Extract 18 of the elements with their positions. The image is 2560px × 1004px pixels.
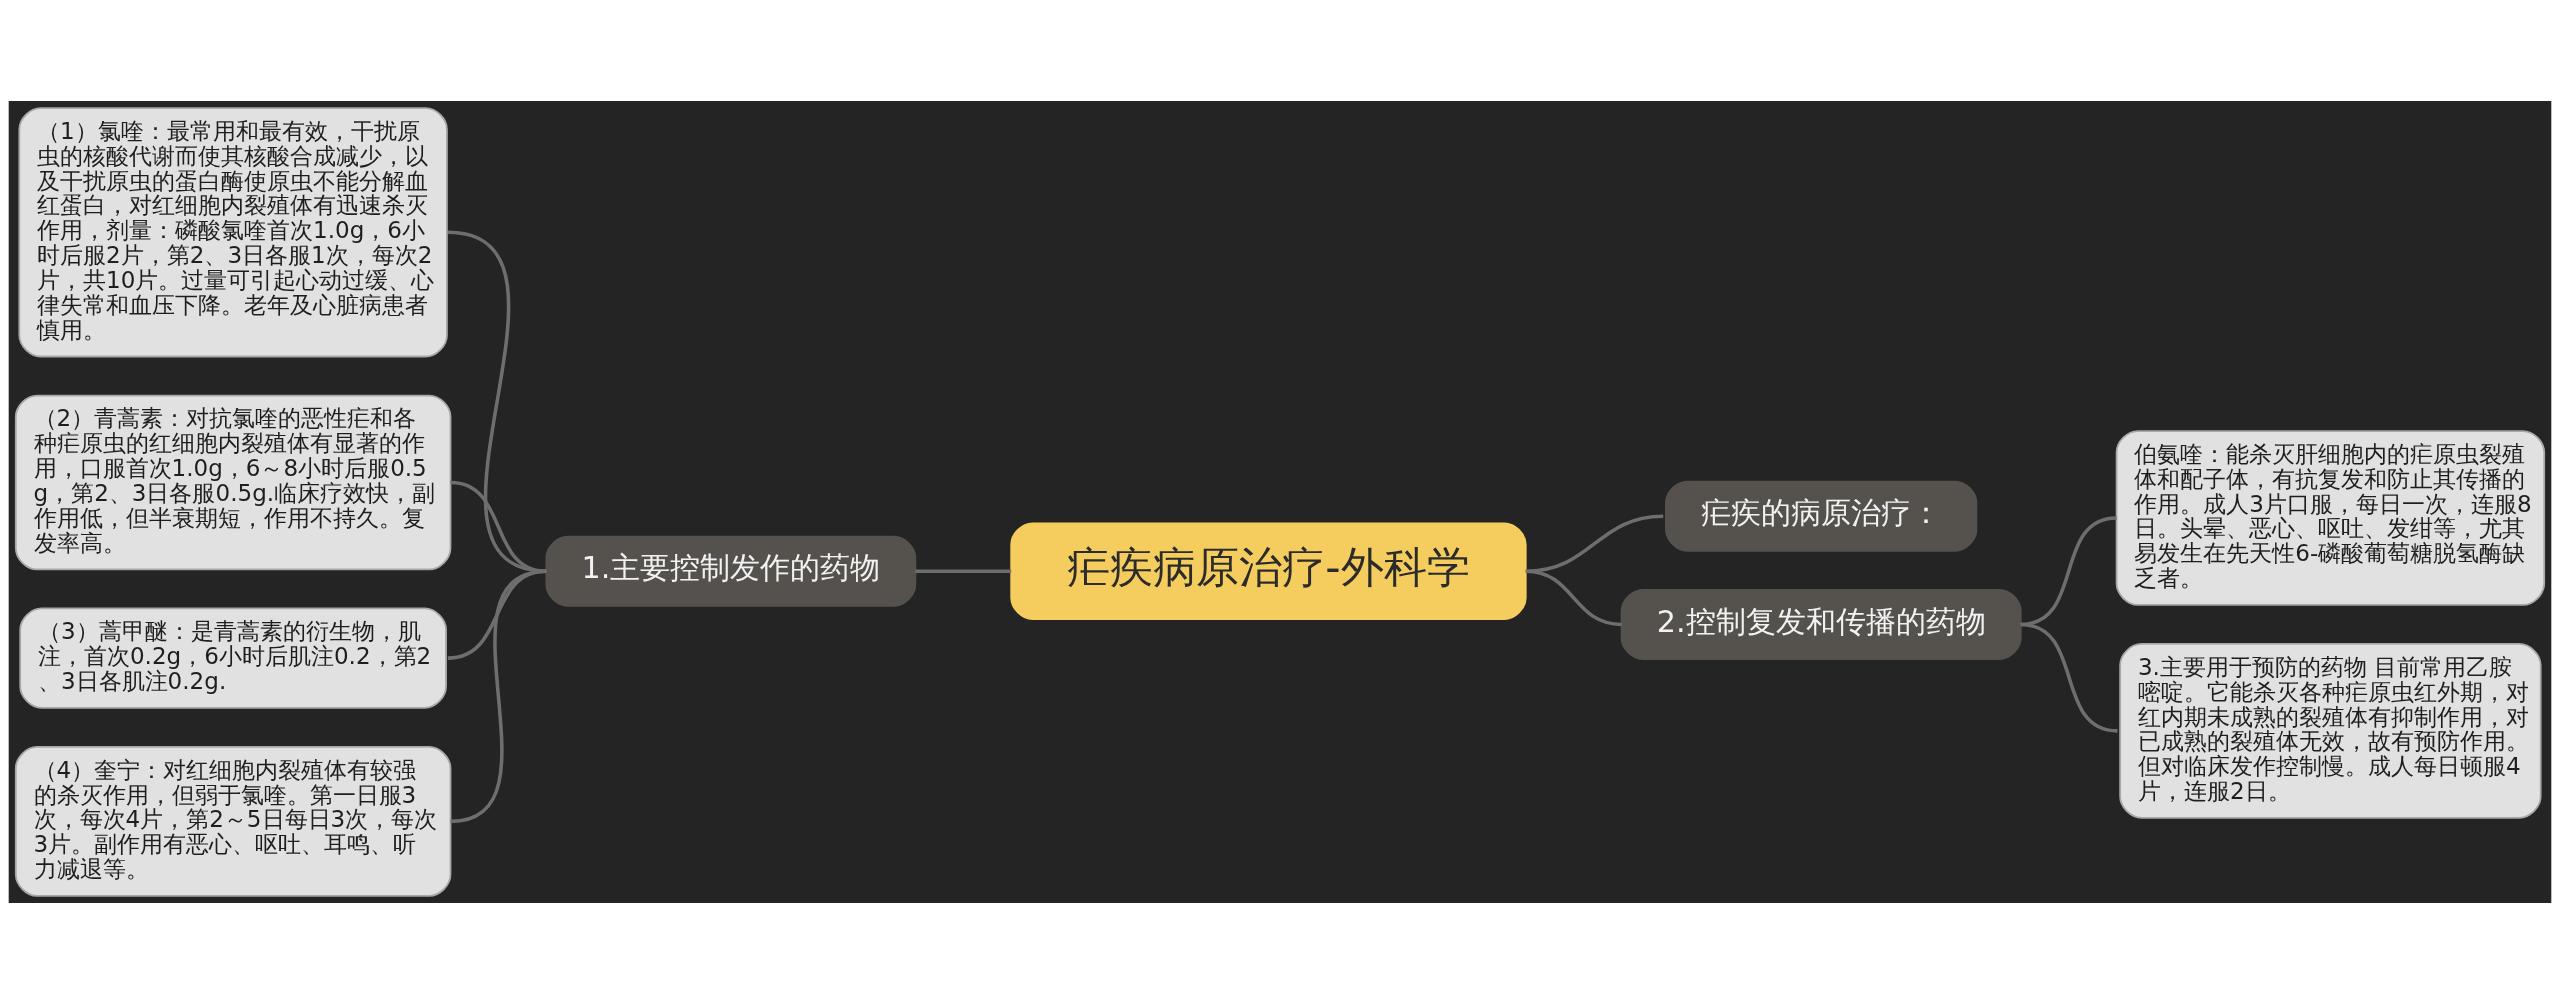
connector — [2020, 622, 2118, 733]
node-box: 伯氨喹：能杀灭肝细胞内的疟原虫裂殖体和配子体，有抗复发和防止其传播的作用。成人3片口服，每日一次，连服8日。头晕、恶心、呕吐、发绀等，尤其易发生在先天性6-磷酸葡萄糖脱氢酶缺乏者。 — [2115, 430, 2546, 606]
node-box: 1.主要控制发作的药物 — [545, 535, 917, 607]
node-box: 疟疾的病原治疗： — [1665, 480, 1978, 552]
connector — [1525, 569, 1622, 627]
connector — [2020, 516, 2117, 627]
node-box: （4）奎宁：对红细胞内裂殖体有较强的杀灭作用，但弱于氯喹。第一日服3次，每次4片，第2～5日每日3次，每次3片。副作用有恶心、呕吐、耳鸣、听力减退等。 — [14, 745, 452, 897]
node-box: 疟疾病原治疗-外科学 — [1010, 522, 1527, 620]
node-box: （3）蒿甲醚：是青蒿素的衍生物，肌注，首次0.2g，6小时后肌注0.2，第2、3日各肌注0.2g. — [19, 607, 447, 709]
node-box: 2.控制复发和传播的药物 — [1620, 588, 2022, 660]
connector — [450, 569, 547, 824]
node-box: （2）青蒿素：对抗氯喹的恶性疟和各种疟原虫的红细胞内裂殖体有显著的作用，口服首次1.0g，6～8小时后服0.5g，第2、3日各服0.5g.临床疗效快，副作用低，但半衰期短，作用不持久。复发率高。 — [14, 394, 452, 571]
node-box: 3.主要用于预防的药物 目前常用乙胺嘧啶。它能杀灭各种疟原虫红外期，对红内期未成熟的裂殖体有抑制作用，对已成熟的裂殖体无效，故有预防作用。但对临床发作控制慢。成人每日顿服4片，连服2日。 — [2119, 643, 2542, 819]
connector — [447, 230, 547, 573]
connector — [915, 569, 1012, 573]
node-box: （1）氯喹：最常用和最有效，干扰原虫的核酸代谢而使其核酸合成减少，以及干扰原虫的蛋白酶使原虫不能分解血红蛋白，对红细胞内裂殖体有迅速杀灭作用，剂量：磷酸氯喹首次1.0g，6小时后服2片，第2、3日各服1次，每次2片，共10片。过量可引起心动过缓、心律失常和血压下降。老年及心脏病患者慎用。 — [18, 107, 448, 358]
connector — [450, 480, 547, 573]
connector — [1525, 514, 1664, 573]
